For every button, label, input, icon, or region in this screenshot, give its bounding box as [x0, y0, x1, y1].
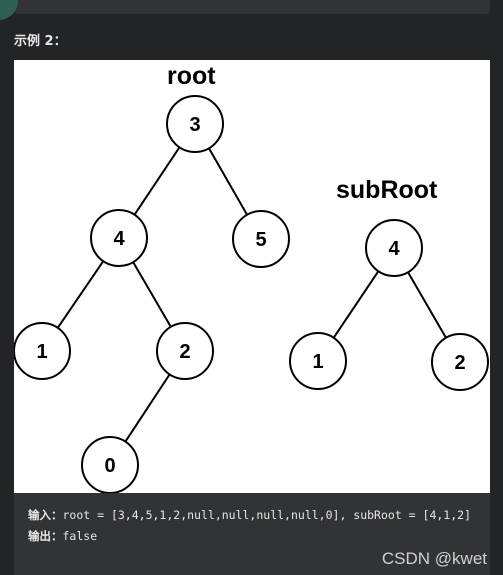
tree-node-circle	[81, 436, 139, 493]
tree-node: 2	[431, 333, 489, 391]
tree-node: 4	[90, 209, 148, 267]
input-key: 输入：	[28, 508, 63, 522]
tree-node-circle	[232, 210, 290, 268]
tree-diagram: 3 4 5 1 2 0 4 1 2	[14, 95, 489, 493]
output-key: 输出：	[28, 529, 63, 543]
previous-content-bar	[14, 0, 490, 14]
tree-node: 5	[232, 210, 290, 268]
subroot-label: subRoot	[336, 176, 438, 204]
tree-node-circle	[90, 209, 148, 267]
tree-node-value: 1	[36, 341, 47, 363]
output-line: 输出：false	[28, 526, 476, 547]
tree-node-value: 5	[255, 229, 266, 251]
input-line: 输入：root = [3,4,5,1,2,null,null,null,null…	[28, 505, 476, 526]
tree-node-value: 2	[179, 341, 190, 363]
tree-node-circle	[14, 322, 71, 380]
tree-edge	[407, 271, 447, 339]
tree-node-circle	[166, 95, 224, 153]
tree-node: 3	[166, 95, 224, 153]
tree-edge	[133, 146, 181, 216]
tree-node-value: 4	[388, 238, 400, 260]
tree-edge	[124, 373, 171, 443]
tree-node-circle	[365, 219, 423, 277]
input-value: root = [3,4,5,1,2,null,null,null,null,0]…	[62, 508, 472, 522]
tree-node: 1	[289, 332, 347, 390]
tree-node: 4	[365, 219, 423, 277]
tree-edge	[332, 270, 380, 339]
tree-node-circle	[289, 332, 347, 390]
tree-node: 2	[156, 322, 214, 380]
tree-edge	[56, 260, 105, 329]
tree-node-value: 1	[312, 351, 323, 373]
tree-edge	[132, 261, 172, 328]
watermark: CSDN @kwet	[381, 549, 487, 568]
avatar	[0, 0, 18, 20]
tree-node-value: 0	[104, 455, 115, 477]
tree-node-value: 2	[454, 352, 465, 374]
tree-node-circle	[431, 333, 489, 391]
example-title: 示例 2：	[14, 34, 67, 49]
output-value: false	[62, 529, 98, 543]
tree-node-value: 3	[189, 114, 200, 136]
tree-node-circle	[156, 322, 214, 380]
tree-node: 0	[81, 436, 139, 493]
tree-node-value: 4	[113, 228, 125, 250]
tree-node: 1	[14, 322, 71, 380]
example-code-block: 输入：root = [3,4,5,1,2,null,null,null,null…	[14, 493, 490, 575]
root-label: root	[167, 62, 216, 90]
tree-edge	[208, 147, 248, 216]
tree-figure: 3 4 5 1 2 0 4 1 2 root subRoot	[14, 60, 490, 493]
